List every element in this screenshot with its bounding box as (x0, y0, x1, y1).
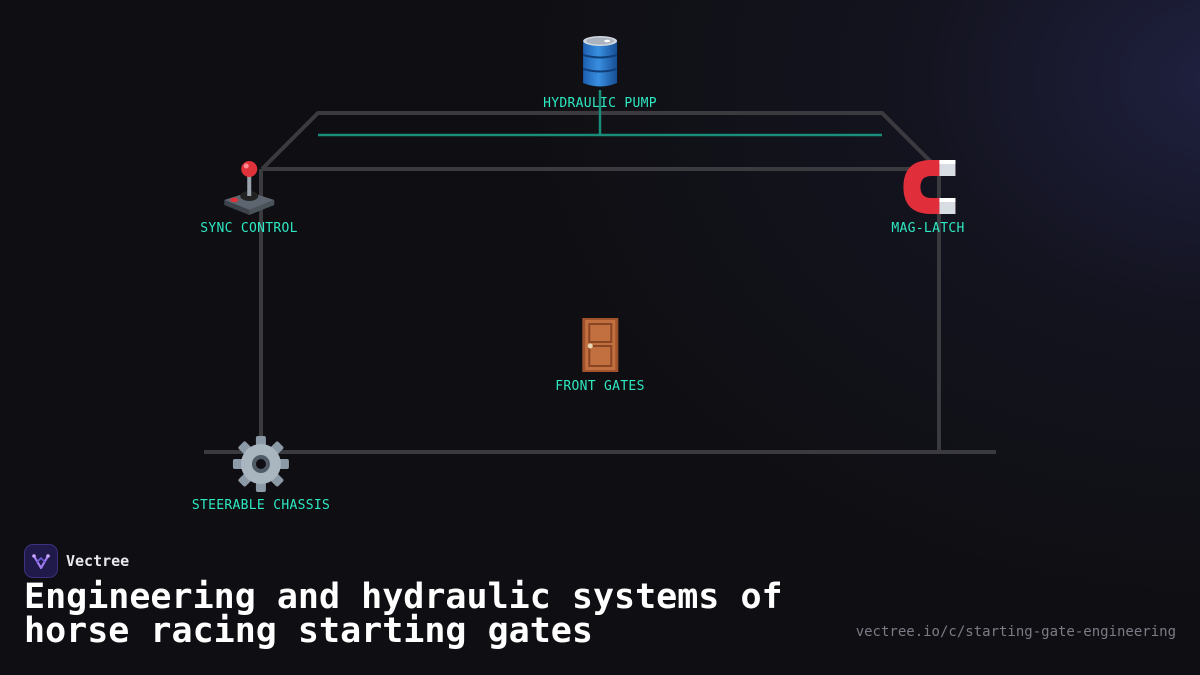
magnet-icon (898, 157, 958, 217)
node-label: MAG-LATCH (891, 221, 965, 236)
page-title: Engineering and hydraulic systems of hor… (24, 577, 783, 651)
node-steerable-chassis[interactable]: STEERABLE CHASSIS (192, 434, 330, 513)
joystick-icon (219, 157, 279, 217)
brand[interactable]: Vectree (24, 544, 129, 578)
vectree-logo-icon (24, 544, 58, 578)
gear-icon (231, 434, 291, 494)
top-housing-outline (260, 111, 943, 171)
node-hydraulic-pump[interactable]: HYDRAULIC PUMP (543, 32, 657, 111)
node-sync-control[interactable]: SYNC CONTROL (200, 157, 298, 236)
node-label: FRONT GATES (555, 379, 645, 394)
source-url[interactable]: vectree.io/c/starting-gate-engineering (855, 624, 1176, 640)
node-mag-latch[interactable]: MAG-LATCH (891, 157, 964, 236)
node-label: HYDRAULIC PUMP (543, 96, 657, 111)
door-icon (570, 315, 630, 375)
node-front-gates[interactable]: FRONT GATES (555, 315, 644, 394)
node-label: SYNC CONTROL (200, 221, 298, 236)
oil-drum-icon (570, 32, 630, 92)
node-label: STEERABLE CHASSIS (191, 498, 331, 513)
brand-name: Vectree (66, 552, 130, 570)
